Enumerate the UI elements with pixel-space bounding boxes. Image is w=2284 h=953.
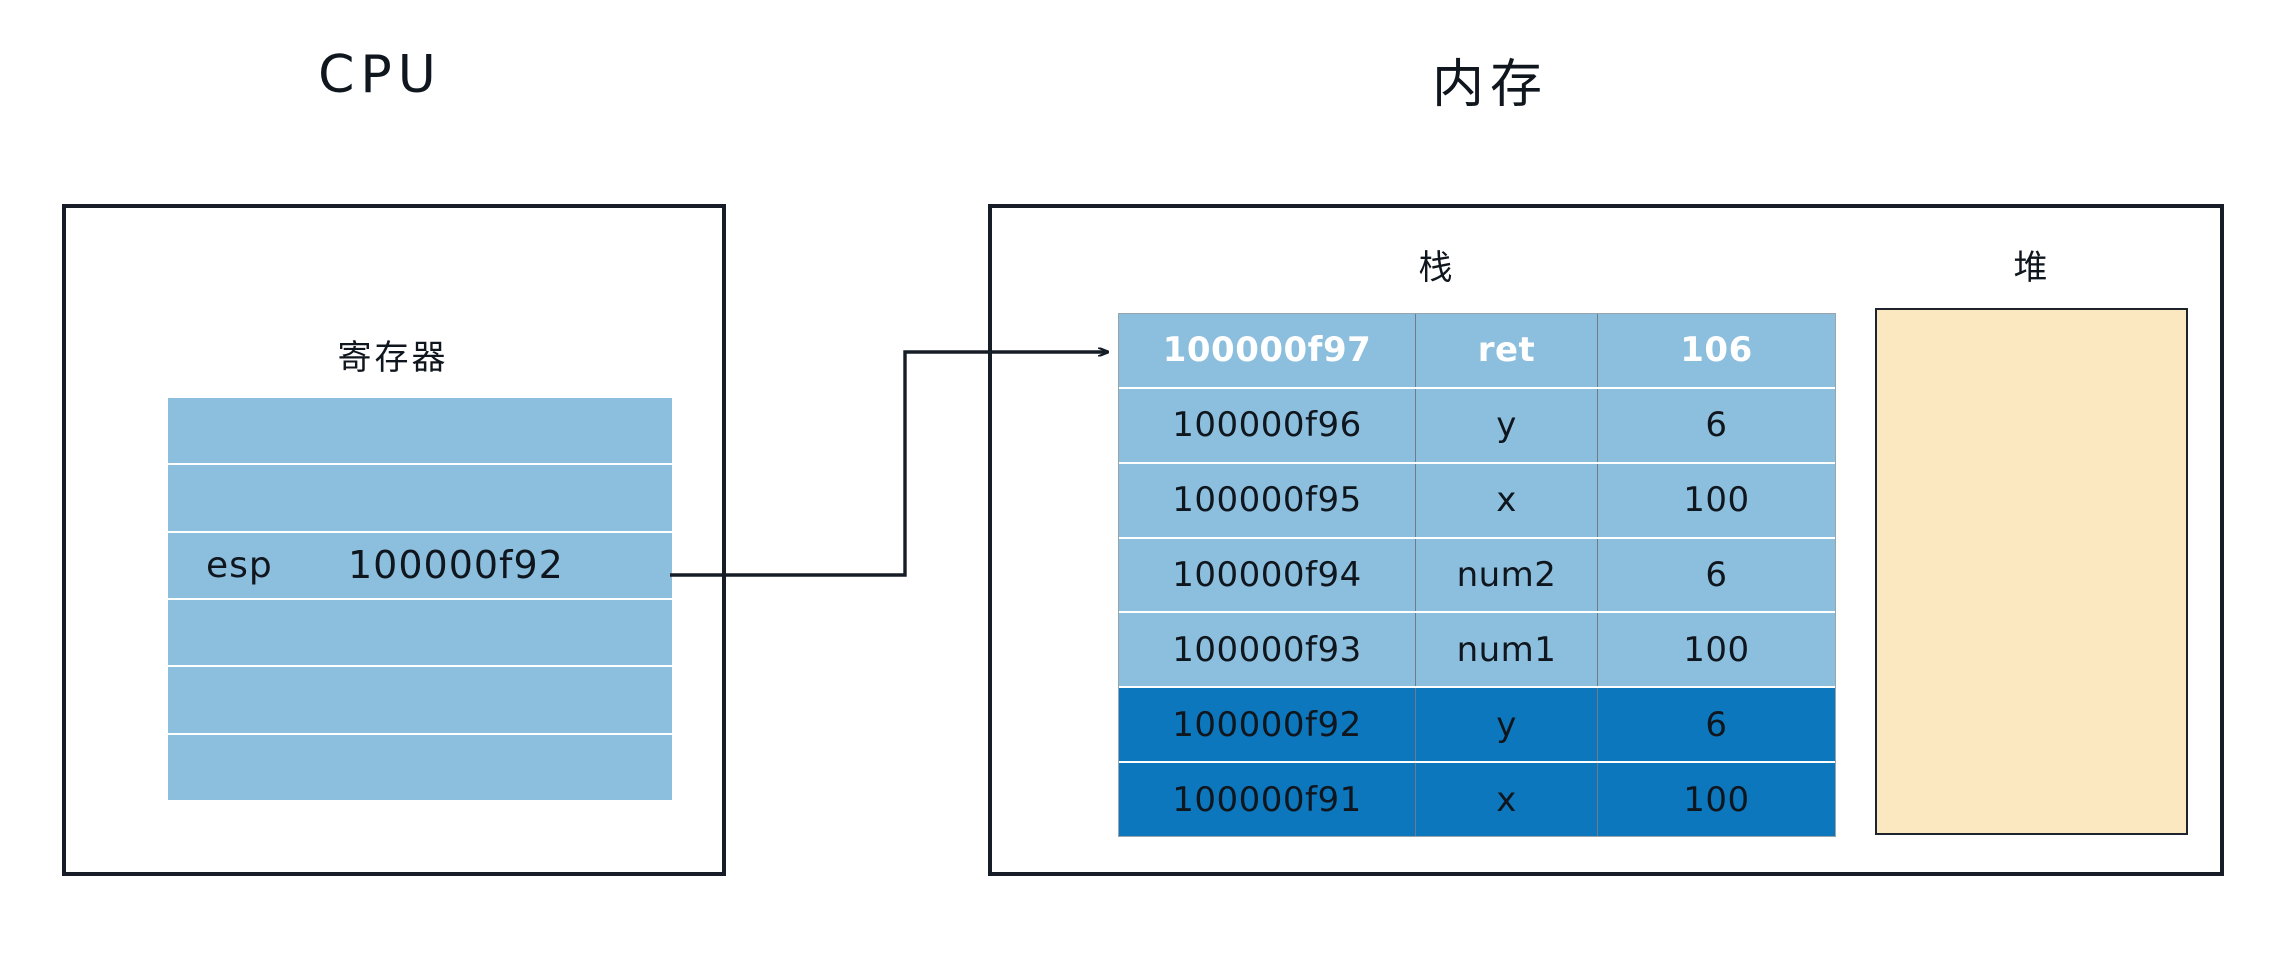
stack-row: 100000f94 num2 6 xyxy=(1119,538,1835,614)
cpu-title: CPU xyxy=(318,45,442,105)
stack-address: 100000f94 xyxy=(1119,538,1416,612)
stack-address: 100000f97 xyxy=(1119,314,1416,387)
stack-value: 6 xyxy=(1705,405,1728,446)
stack-name: ret xyxy=(1416,314,1598,387)
heap-rect xyxy=(1875,308,2188,835)
stack-address: 100000f92 xyxy=(1119,688,1416,762)
register-row-esp: esp 100000f92 xyxy=(168,533,672,600)
register-row xyxy=(168,667,672,735)
stack-value: 6 xyxy=(1705,704,1728,745)
stack-address: 100000f93 xyxy=(1119,613,1416,687)
stack-row-highlighted: 100000f92 y 6 xyxy=(1119,688,1835,764)
stack-row: 100000f97 ret 106 xyxy=(1119,314,1835,389)
register-value-esp: 100000f92 xyxy=(348,543,564,588)
stack-value: 106 xyxy=(1680,330,1753,371)
stack-address: 100000f91 xyxy=(1119,763,1416,837)
stack-label: 栈 xyxy=(1418,248,1456,288)
stack-address: 100000f95 xyxy=(1119,463,1416,537)
stack-name: x xyxy=(1416,463,1598,537)
heap-label: 堆 xyxy=(2013,248,2051,288)
stack-address: 100000f96 xyxy=(1119,388,1416,462)
stack-value: 100 xyxy=(1683,480,1750,521)
stack-name: y xyxy=(1416,388,1598,462)
register-name-esp: esp xyxy=(206,544,273,586)
stack-row-highlighted: 100000f91 x 100 xyxy=(1119,763,1835,837)
register-row xyxy=(168,600,672,668)
stack-row: 100000f95 x 100 xyxy=(1119,463,1835,539)
stack-row: 100000f96 y 6 xyxy=(1119,388,1835,464)
memory-title: 内存 xyxy=(1431,55,1548,115)
stack-name: num1 xyxy=(1416,613,1598,687)
stack-value: 100 xyxy=(1683,629,1750,670)
stack-name: num2 xyxy=(1416,538,1598,612)
register-label: 寄存器 xyxy=(337,338,449,378)
register-row xyxy=(168,465,672,533)
register-row xyxy=(168,398,672,466)
register-block: esp 100000f92 xyxy=(168,398,672,800)
stack-name: x xyxy=(1416,763,1598,837)
stack-table: 100000f97 ret 106 100000f96 y 6 100000f9… xyxy=(1118,313,1836,837)
stack-row: 100000f93 num1 100 xyxy=(1119,613,1835,689)
stack-value: 6 xyxy=(1705,555,1728,595)
register-row xyxy=(168,735,672,800)
stack-value: 100 xyxy=(1683,779,1750,820)
stack-name: y xyxy=(1416,688,1598,762)
